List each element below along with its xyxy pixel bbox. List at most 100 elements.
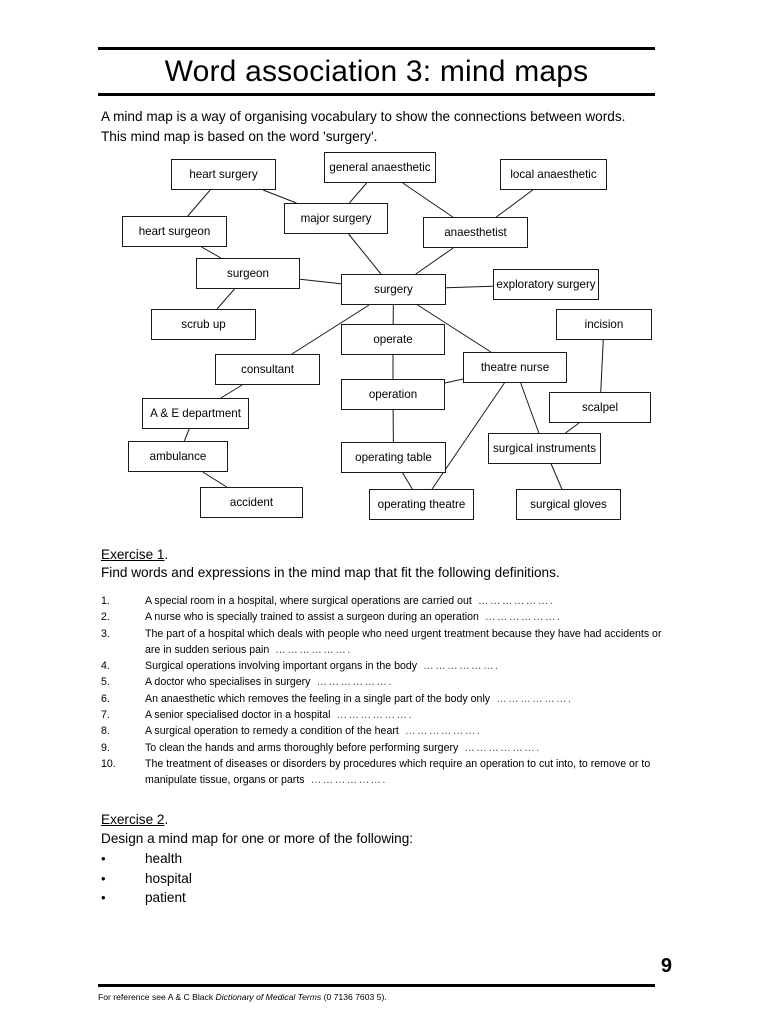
exercise-1-list: 1. A special room in a hospital, where su… xyxy=(101,593,671,789)
exercise-1-item-definition: The treatment of diseases or disorders b… xyxy=(145,757,651,787)
exercise-1-item-definition: The part of a hospital which deals with … xyxy=(145,627,662,656)
exercise-1-item-definition: A special room in a hospital, where surg… xyxy=(145,595,472,607)
exercise-1-item: 10. The treatment of diseases or disorder… xyxy=(101,756,671,789)
mindmap-node-general-anaesthetic: general anaesthetic xyxy=(324,152,436,183)
exercise-1-item-number: 5. xyxy=(101,676,110,689)
header-rule-bottom xyxy=(98,93,655,96)
mindmap-node-ae-department: A & E department xyxy=(142,398,249,429)
exercise-1-item-number: 1. xyxy=(101,595,110,607)
exercise-1-item-number: 10. xyxy=(101,757,116,770)
mindmap-node-incision: incision xyxy=(556,309,652,340)
mindmap-node-local-anaesthetic: local anaesthetic xyxy=(500,159,607,190)
exercise-1-item: 1. A special room in a hospital, where su… xyxy=(101,593,671,609)
exercise-2-item: • hospital xyxy=(101,869,501,889)
exercise-2-list: • health • hospital • patient xyxy=(101,849,501,908)
exercise-1-item-number: 6. xyxy=(101,692,110,705)
exercise-1-item-definition: A surgical operation to remedy a conditi… xyxy=(145,725,399,738)
footer-note-title: Dictionary of Medical Terms xyxy=(215,992,322,1002)
exercise-2-item-label: health xyxy=(145,851,183,866)
mindmap-node-surgical-gloves: surgical gloves xyxy=(516,489,621,520)
mindmap-node-surgery: surgery xyxy=(341,274,446,305)
exercise-1-item-text: An anaesthetic which removes the feeling… xyxy=(145,691,671,707)
exercise-1-item-number: 4. xyxy=(101,660,110,673)
mindmap-node-anaesthetist: anaesthetist xyxy=(423,217,528,248)
exercise-1-heading-suffix: . xyxy=(164,547,169,562)
intro-paragraph: A mind map is a way of organising vocabu… xyxy=(101,107,671,147)
mindmap-node-heart-surgeon: heart surgeon xyxy=(122,216,227,247)
mindmap-node-theatre-nurse: theatre nurse xyxy=(463,352,567,383)
exercise-1-item-answer-blank[interactable]: ………………. xyxy=(477,595,555,607)
exercise-2-heading-label: Exercise 2 xyxy=(101,812,165,827)
exercise-1-item-definition: A senior specialised doctor in a hospita… xyxy=(145,709,331,722)
exercise-1-item-answer-blank[interactable]: ………………. xyxy=(423,660,500,673)
page-number: 9 xyxy=(660,955,672,977)
footer-note-prefix: For reference see A & C Black xyxy=(98,992,216,1002)
exercise-2-item-label: hospital xyxy=(145,870,192,886)
exercise-1-instruction: Find words and expressions in the mind m… xyxy=(101,565,560,580)
exercise-1-item: 6. An anaesthetic which removes the feeli… xyxy=(101,691,671,707)
mindmap-node-consultant: consultant xyxy=(215,354,320,385)
page-title: Word association 3: mind maps xyxy=(164,55,589,88)
exercise-1-item-number: 3. xyxy=(101,627,110,640)
footer-reference-note: For reference see A & C Black Dictionary… xyxy=(98,991,387,1003)
exercise-1-item: 8. A surgical operation to remedy a condi… xyxy=(101,723,671,739)
mindmap-node-operate: operate xyxy=(341,324,445,355)
exercise-2-heading: Exercise 2. xyxy=(101,811,168,829)
exercise-1-item: 9. To clean the hands and arms thoroughly… xyxy=(101,740,671,756)
mindmap-node-ambulance: ambulance xyxy=(128,441,228,472)
exercise-1-item-answer-blank[interactable]: ………………. xyxy=(496,692,573,705)
mindmap-node-operation: operation xyxy=(341,379,445,410)
exercise-1-item-answer-blank[interactable]: ………………. xyxy=(484,611,562,624)
mindmap-node-scalpel: scalpel xyxy=(549,392,651,423)
exercise-1-item-definition: A doctor who specialises in surgery xyxy=(145,676,311,689)
bullet-icon: • xyxy=(101,870,106,886)
exercise-1-item-number: 7. xyxy=(101,709,110,722)
exercise-1-item: 2. A nurse who is specially trained to as… xyxy=(101,609,671,625)
mindmap-node-surgeon: surgeon xyxy=(196,258,300,289)
exercise-2-item-label: patient xyxy=(145,890,186,905)
exercise-1-item-definition: To clean the hands and arms thoroughly b… xyxy=(145,741,459,754)
mindmap-node-exploratory-surgery: exploratory surgery xyxy=(493,269,599,300)
mindmap-node-operating-theatre: operating theatre xyxy=(369,489,474,520)
exercise-1-item: 4. Surgical operations involving importan… xyxy=(101,658,671,674)
exercise-1-item-text: A nurse who is specially trained to assi… xyxy=(145,609,671,625)
mindmap-node-operating-table: operating table xyxy=(341,442,446,473)
exercise-1-heading: Exercise 1. xyxy=(101,546,168,564)
mindmap-node-accident: accident xyxy=(200,487,303,518)
bullet-icon: • xyxy=(101,851,106,866)
exercise-1-item-number: 8. xyxy=(101,725,110,738)
exercise-1-item-answer-blank[interactable]: ………………. xyxy=(310,774,387,787)
exercise-1-item-text: A doctor who specialises in surgery ……………… xyxy=(145,674,671,690)
exercise-1-item: 3. The part of a hospital which deals wit… xyxy=(101,626,671,659)
intro-line-2: This mind map is based on the word 'surg… xyxy=(101,129,378,144)
exercise-2-instruction: Design a mind map for one or more of the… xyxy=(101,831,414,846)
exercise-2-heading-suffix: . xyxy=(164,812,169,827)
exercise-1-item-number: 9. xyxy=(101,741,110,754)
exercise-1-item: 7. A senior specialised doctor in a hospi… xyxy=(101,707,671,723)
mindmap-node-major-surgery: major surgery xyxy=(284,203,388,234)
header-rule-top xyxy=(98,47,655,50)
exercise-1-item-answer-blank[interactable]: ………………. xyxy=(404,725,482,738)
exercise-1-item-answer-blank[interactable]: ………………. xyxy=(464,741,541,754)
exercise-1-item-definition: A nurse who is specially trained to assi… xyxy=(145,611,479,624)
exercise-1-item-text: A special room in a hospital, where surg… xyxy=(145,593,671,609)
footer-rule xyxy=(98,984,655,987)
exercise-1-item-text: A senior specialised doctor in a hospita… xyxy=(145,707,671,723)
exercise-1-item-definition: An anaesthetic which removes the feeling… xyxy=(145,692,491,705)
exercise-1-heading-label: Exercise 1 xyxy=(101,547,165,562)
exercise-1-item-text: The treatment of diseases or disorders b… xyxy=(145,756,671,789)
intro-line-1: A mind map is a way of organising vocabu… xyxy=(101,109,626,124)
exercise-2-item: • health xyxy=(101,849,501,869)
exercise-1-item-answer-blank[interactable]: ………………. xyxy=(336,709,413,722)
exercise-1-item-definition: Surgical operations involving important … xyxy=(145,660,418,673)
bullet-icon: • xyxy=(101,890,106,905)
mindmap-node-scrub-up: scrub up xyxy=(151,309,256,340)
exercise-1-item-text: The part of a hospital which deals with … xyxy=(145,626,671,659)
mindmap-node-surgical-instruments: surgical instruments xyxy=(488,433,601,464)
exercise-1-item-text: To clean the hands and arms thoroughly b… xyxy=(145,740,671,756)
exercise-1-item-number: 2. xyxy=(101,611,110,624)
exercise-1-item-answer-blank[interactable]: ………………. xyxy=(275,643,352,656)
exercise-1-item-answer-blank[interactable]: ………………. xyxy=(316,676,393,689)
